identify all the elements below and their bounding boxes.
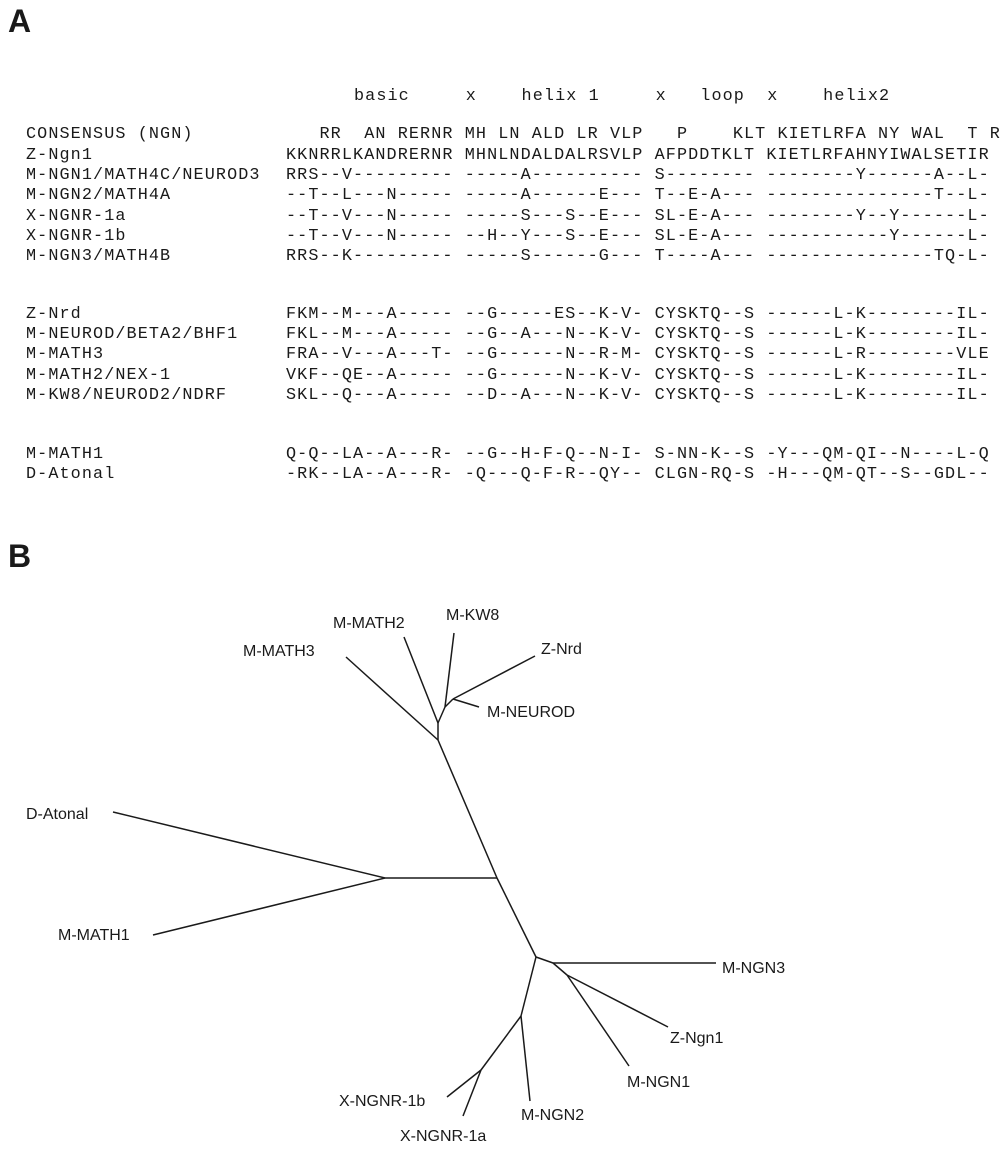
sequence-label: M-MATH1: [26, 445, 105, 464]
taxon-m-kw8: M-KW8: [446, 607, 499, 624]
branch-internal-h: [520, 956, 537, 1017]
taxon-z-ngn1: Z-Ngn1: [670, 1030, 723, 1047]
panel-a-label: A: [8, 3, 32, 39]
taxon-m-math2: M-MATH2: [333, 615, 405, 632]
taxon-m-math1: M-MATH1: [58, 927, 130, 944]
branch-m-math3: [345, 656, 439, 741]
sequence-label: M-MATH2/NEX-1: [26, 365, 172, 385]
branch-x-ngnr-1b: [446, 1069, 482, 1098]
branch-z-nrd: [452, 655, 536, 700]
sequence-alignment: Q-Q--LA--A---R- --G--H-F-Q--N-I- S-NN-K-…: [286, 445, 990, 464]
sequence-label: M-MATH3: [26, 345, 105, 365]
tree-branches: [112, 632, 716, 1117]
tree-labels: M-MATH3 M-MATH2 M-KW8 Z-Nrd M-NEUROD D-A…: [26, 607, 785, 1145]
sequence-label: Z-Ngn1: [26, 146, 94, 165]
branch-d-atonal: [112, 811, 386, 879]
taxon-z-nrd: Z-Nrd: [541, 641, 582, 658]
branch-internal-d: [444, 698, 454, 708]
sequence-label: M-NGN2/MATH4A: [26, 186, 172, 206]
sequence-alignment: FKM--M---A----- --G-----ES--K-V- CYSKTQ-…: [286, 305, 990, 324]
branch-z-ngn1: [566, 974, 669, 1028]
branch-x-ngnr-1a: [462, 1069, 482, 1117]
branch-internal-f: [535, 956, 554, 964]
taxon-m-neurod: M-NEUROD: [487, 704, 575, 721]
sequence-alignment: RRS--V--------- -----A---------- S------…: [286, 166, 990, 186]
sequence-label: X-NGNR-1a: [26, 206, 127, 226]
sequence-alignment: FRA--V---A---T- --G------N--R-M- CYSKTQ-…: [286, 345, 990, 365]
consensus-sequence: RR AN RERNR MH LN ALD LR VLP P KLT KIETL…: [286, 125, 1001, 144]
branch-internal-g: [552, 962, 568, 976]
sequence-alignment: --T--L---N----- -----A------E--- T--E-A-…: [286, 186, 990, 206]
taxon-d-atonal: D-Atonal: [26, 806, 88, 823]
taxon-x-ngnr-1b: X-NGNR-1b: [339, 1093, 425, 1110]
branch-trunk-down: [496, 877, 537, 958]
sequence-label: M-KW8/NEUROD2/NDRF: [26, 385, 228, 405]
taxon-m-ngn1: M-NGN1: [627, 1074, 690, 1091]
branch-m-math2: [403, 636, 439, 724]
taxon-x-ngnr-1a: X-NGNR-1a: [400, 1128, 486, 1145]
branch-trunk-up: [437, 739, 498, 879]
sequence-label: M-NEUROD/BETA2/BHF1: [26, 325, 239, 345]
sequence-alignment: --T--V---N----- --H--Y---S--E--- SL-E-A-…: [286, 226, 990, 246]
branch-internal-i: [480, 1015, 522, 1071]
sequence-alignment: VKF--QE--A----- --G------N--K-V- CYSKTQ-…: [286, 365, 990, 385]
sequence-alignment: SKL--Q---A----- --D--A---N--K-V- CYSKTQ-…: [286, 385, 990, 405]
branch-m-math1: [152, 877, 386, 936]
taxon-m-ngn2: M-NGN2: [521, 1107, 584, 1124]
sequence-label: M-NGN1/MATH4C/NEUROD3: [26, 166, 261, 186]
sequence-label: D-Atonal: [26, 465, 116, 485]
taxon-m-ngn3: M-NGN3: [722, 960, 785, 977]
branch-internal-c: [437, 706, 446, 724]
domain-header: basic x helix 1 x loop x helix2: [354, 87, 891, 106]
taxon-m-math3: M-MATH3: [243, 643, 315, 660]
sequence-label: X-NGNR-1b: [26, 226, 127, 246]
sequence-alignment: KKNRRLKANDRERNR MHNLNDALDALRSVLP AFPDDTK…: [286, 146, 990, 165]
consensus-label: CONSENSUS (NGN): [26, 125, 194, 144]
panel-b-label: B: [8, 538, 32, 574]
branch-m-neurod: [452, 698, 480, 708]
sequence-alignment: FKL--M---A----- --G--A---N--K-V- CYSKTQ-…: [286, 325, 990, 345]
sequence-alignment: -RK--LA--A---R- -Q---Q-F-R--QY-- CLGN-RQ…: [286, 465, 990, 485]
branch-m-ngn1: [566, 974, 630, 1067]
sequence-alignment: RRS--K--------- -----S------G--- T----A-…: [286, 247, 990, 266]
branch-m-kw8: [444, 632, 455, 708]
branch-m-ngn2: [520, 1015, 531, 1102]
sequence-alignment: --T--V---N----- -----S---S--E--- SL-E-A-…: [286, 206, 990, 226]
sequence-label: M-NGN3/MATH4B: [26, 247, 172, 266]
sequence-label: Z-Nrd: [26, 305, 82, 324]
